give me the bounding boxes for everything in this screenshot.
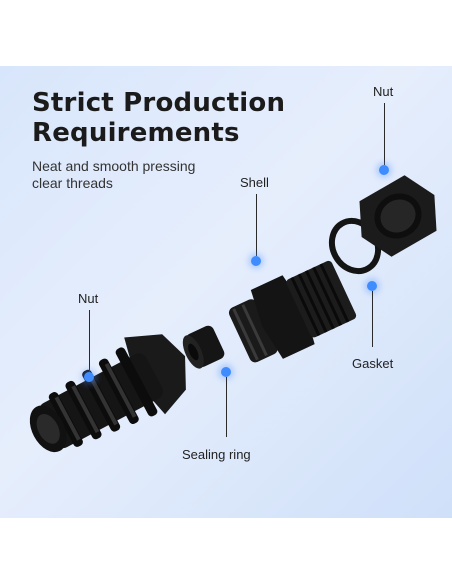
nut-top-label: Nut xyxy=(373,84,394,99)
sealing-ring-label: Sealing ring xyxy=(182,447,251,462)
sealing-ring-leader xyxy=(226,377,227,437)
cable-gland-illustration xyxy=(29,175,437,453)
gasket-label: Gasket xyxy=(352,356,394,371)
shell-label: Shell xyxy=(240,175,269,190)
product-panel: Strict Production Requirements Neat and … xyxy=(0,66,452,518)
shell-leader xyxy=(256,194,257,256)
headline-line-1: Strict Production xyxy=(32,88,286,118)
strain-relief-nut-icon xyxy=(29,334,186,453)
shell-marker-icon xyxy=(251,256,261,266)
gasket-marker-icon xyxy=(367,281,377,291)
nut-left-marker-icon xyxy=(84,372,94,382)
subtext-line-2: clear threads xyxy=(32,175,113,191)
nut-left-label: Nut xyxy=(78,291,99,306)
nut-left-leader xyxy=(89,310,90,372)
headline: Strict Production Requirements xyxy=(32,88,285,148)
gasket-leader xyxy=(372,291,373,347)
headline-line-2: Requirements xyxy=(32,118,240,148)
cable-gland-nut-icon xyxy=(359,175,437,257)
nut-top-marker-icon xyxy=(379,165,389,175)
nut-top-leader xyxy=(384,103,385,165)
cable-gland-shell-icon xyxy=(228,260,357,363)
subtext-line-1: Neat and smooth pressing xyxy=(32,158,196,174)
subtext: Neat and smooth pressing clear threads xyxy=(32,158,195,192)
sealing-ring-icon xyxy=(182,325,225,369)
sealing-ring-marker-icon xyxy=(221,367,231,377)
